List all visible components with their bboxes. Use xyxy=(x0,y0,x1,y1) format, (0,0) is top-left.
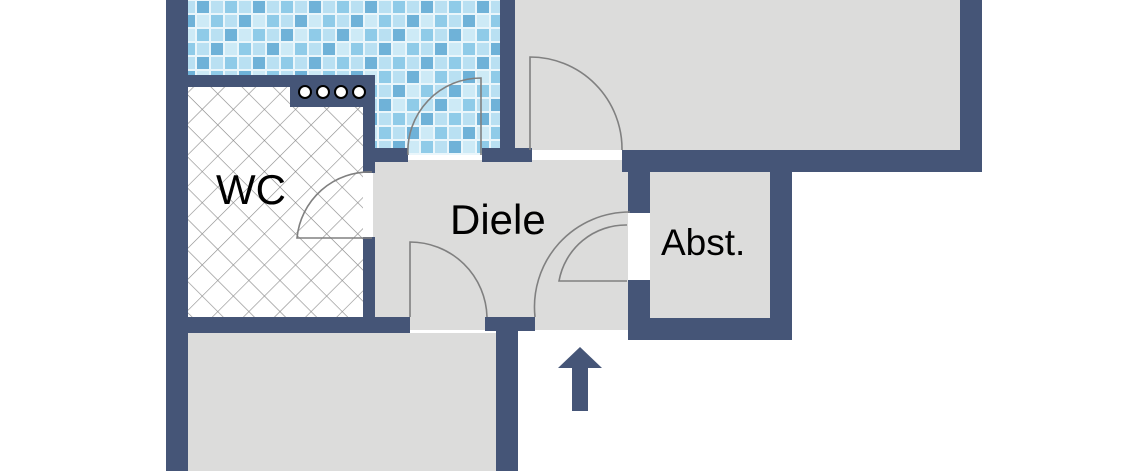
room-abstellraum-floor xyxy=(650,162,770,318)
room-label-abstellraum: Abst. xyxy=(661,222,746,263)
room-label-wc: WC xyxy=(216,166,286,213)
walls xyxy=(166,0,982,471)
room-zimmer-oben-floor xyxy=(515,0,960,150)
room-wc-floor xyxy=(188,85,363,317)
door-abstellraum-swing[interactable] xyxy=(558,224,628,282)
room-zimmer-unten-floor xyxy=(188,333,496,471)
arrow-up-icon xyxy=(558,347,602,411)
wall-bath-bottom-right xyxy=(482,148,532,162)
wall-bath-right xyxy=(500,0,515,162)
door-wc-swing[interactable] xyxy=(296,171,373,239)
wall-abst-bottom xyxy=(628,318,792,340)
room-label-diele: Diele xyxy=(450,196,546,243)
doors xyxy=(296,56,631,318)
ventilation-dots-icon xyxy=(298,85,366,99)
wall-top-room-bottom xyxy=(622,150,982,172)
wall-abst-left-upper xyxy=(628,160,650,213)
door-entrance-swing[interactable] xyxy=(533,211,631,318)
floors xyxy=(188,0,960,471)
door-zimmer-oben-swing[interactable] xyxy=(529,56,623,151)
entrance-floor xyxy=(535,318,628,330)
wall-outer-left xyxy=(166,0,188,471)
wall-outer-right xyxy=(960,0,982,172)
wall-abst-right xyxy=(770,160,792,340)
wall-wc-right-lower xyxy=(363,237,375,320)
wall-wc-right-upper xyxy=(363,75,375,173)
door-zimmer-unten-swing[interactable] xyxy=(409,241,488,318)
wall-wc-bottom xyxy=(188,317,410,333)
room-diele-floor xyxy=(373,160,628,330)
wall-lower-room-right xyxy=(496,317,518,471)
door-bath-swing[interactable] xyxy=(407,77,482,156)
